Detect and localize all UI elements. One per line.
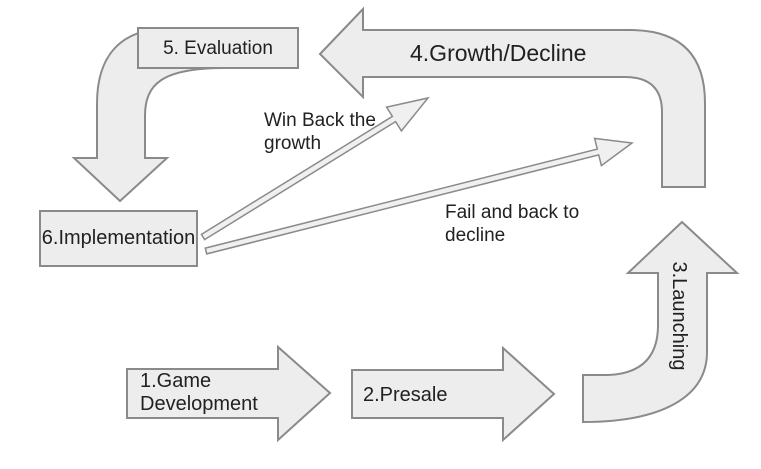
node-implementation-label: 6.Implementation (41, 227, 196, 249)
arrow-presale (351, 345, 556, 443)
arrow-evaluation-to-implementation (71, 27, 226, 203)
arrow-win-back (200, 96, 430, 241)
node-evaluation-box (137, 27, 299, 69)
node-evaluation-label: 5. Evaluation (163, 37, 273, 59)
annotation-fail-back-label: Fail and back to decline (445, 202, 580, 246)
node-launching-label: 3.Launching (668, 261, 690, 371)
annotation-win-back-label: Win Back the growth (264, 110, 376, 154)
node-implementation-box (39, 210, 198, 267)
arrow-launching (582, 220, 740, 424)
node-growth-decline-label: 4.Growth/Decline (410, 40, 587, 66)
arrow-growth-decline (318, 6, 706, 188)
node-game-development-label: 1.Game Development (140, 370, 258, 415)
arrow-game-development (126, 344, 332, 443)
node-presale-label: 2.Presale (363, 384, 448, 406)
arrow-fail-back (204, 137, 634, 255)
